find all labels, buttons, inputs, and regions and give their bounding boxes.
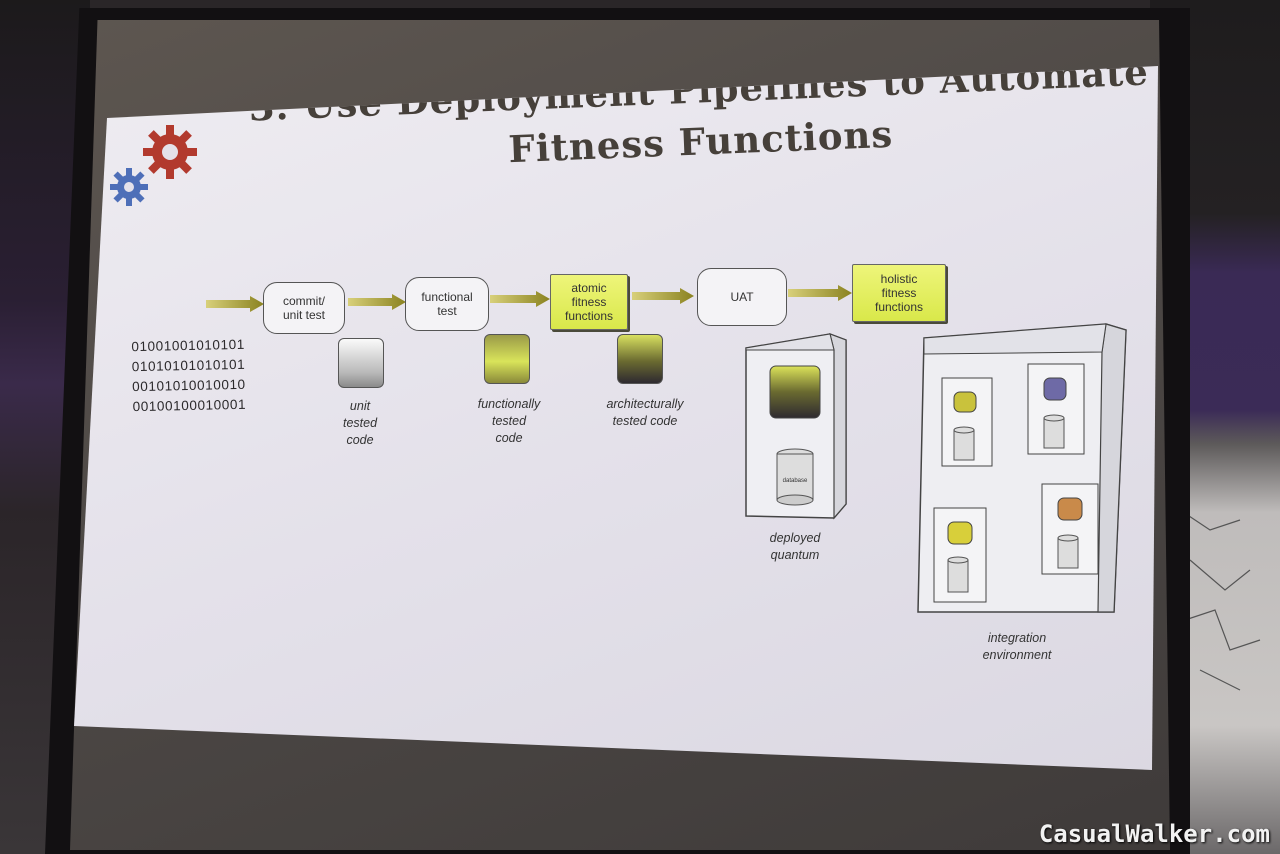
deployed-quantum-box: database [745,333,847,520]
unit-tested-code-artifact [338,338,384,388]
stage-holistic-fitness-functions: holistic fitness functions [852,264,946,322]
stage-functional-test: functional test [405,277,489,331]
stage-uat: UAT [697,268,787,326]
gear-icon [143,125,197,179]
watermark: CasualWalker.com [1038,820,1270,848]
integration-environment-box [917,323,1127,613]
caption-deployed-quantum: deployed quantum [769,531,821,562]
database-label: database [783,478,808,484]
caption-functionally-tested-code: functionally tested code [477,397,541,445]
gear-icon [110,168,148,206]
stage-commit-unit-test: commit/ unit test [263,282,345,334]
binary-line: 00101010010010 [132,376,246,395]
caption-integration-environment: integration environment [982,631,1052,662]
pipeline-arrow [490,291,550,307]
architecturally-tested-code-artifact [617,334,663,384]
binary-line: 00100100010001 [132,396,247,415]
binary-line: 01001001010101 [131,336,246,355]
binary-code-block: 01001001010101 01010101010101 0010101001… [131,335,246,417]
caption-unit-tested-code: unit tested code [342,399,378,447]
pipeline-arrow [206,296,264,312]
functionally-tested-code-artifact [484,334,530,384]
pipeline-arrow [632,288,694,304]
pipeline-arrow [348,294,406,310]
caption-architecturally-tested-code: architecturally tested code [606,397,684,428]
stage-atomic-fitness-functions: atomic fitness functions [550,274,628,330]
pipeline-arrow [788,285,852,301]
whiteboard-scribbles [1179,509,1261,691]
binary-line: 01010101010101 [131,356,246,375]
